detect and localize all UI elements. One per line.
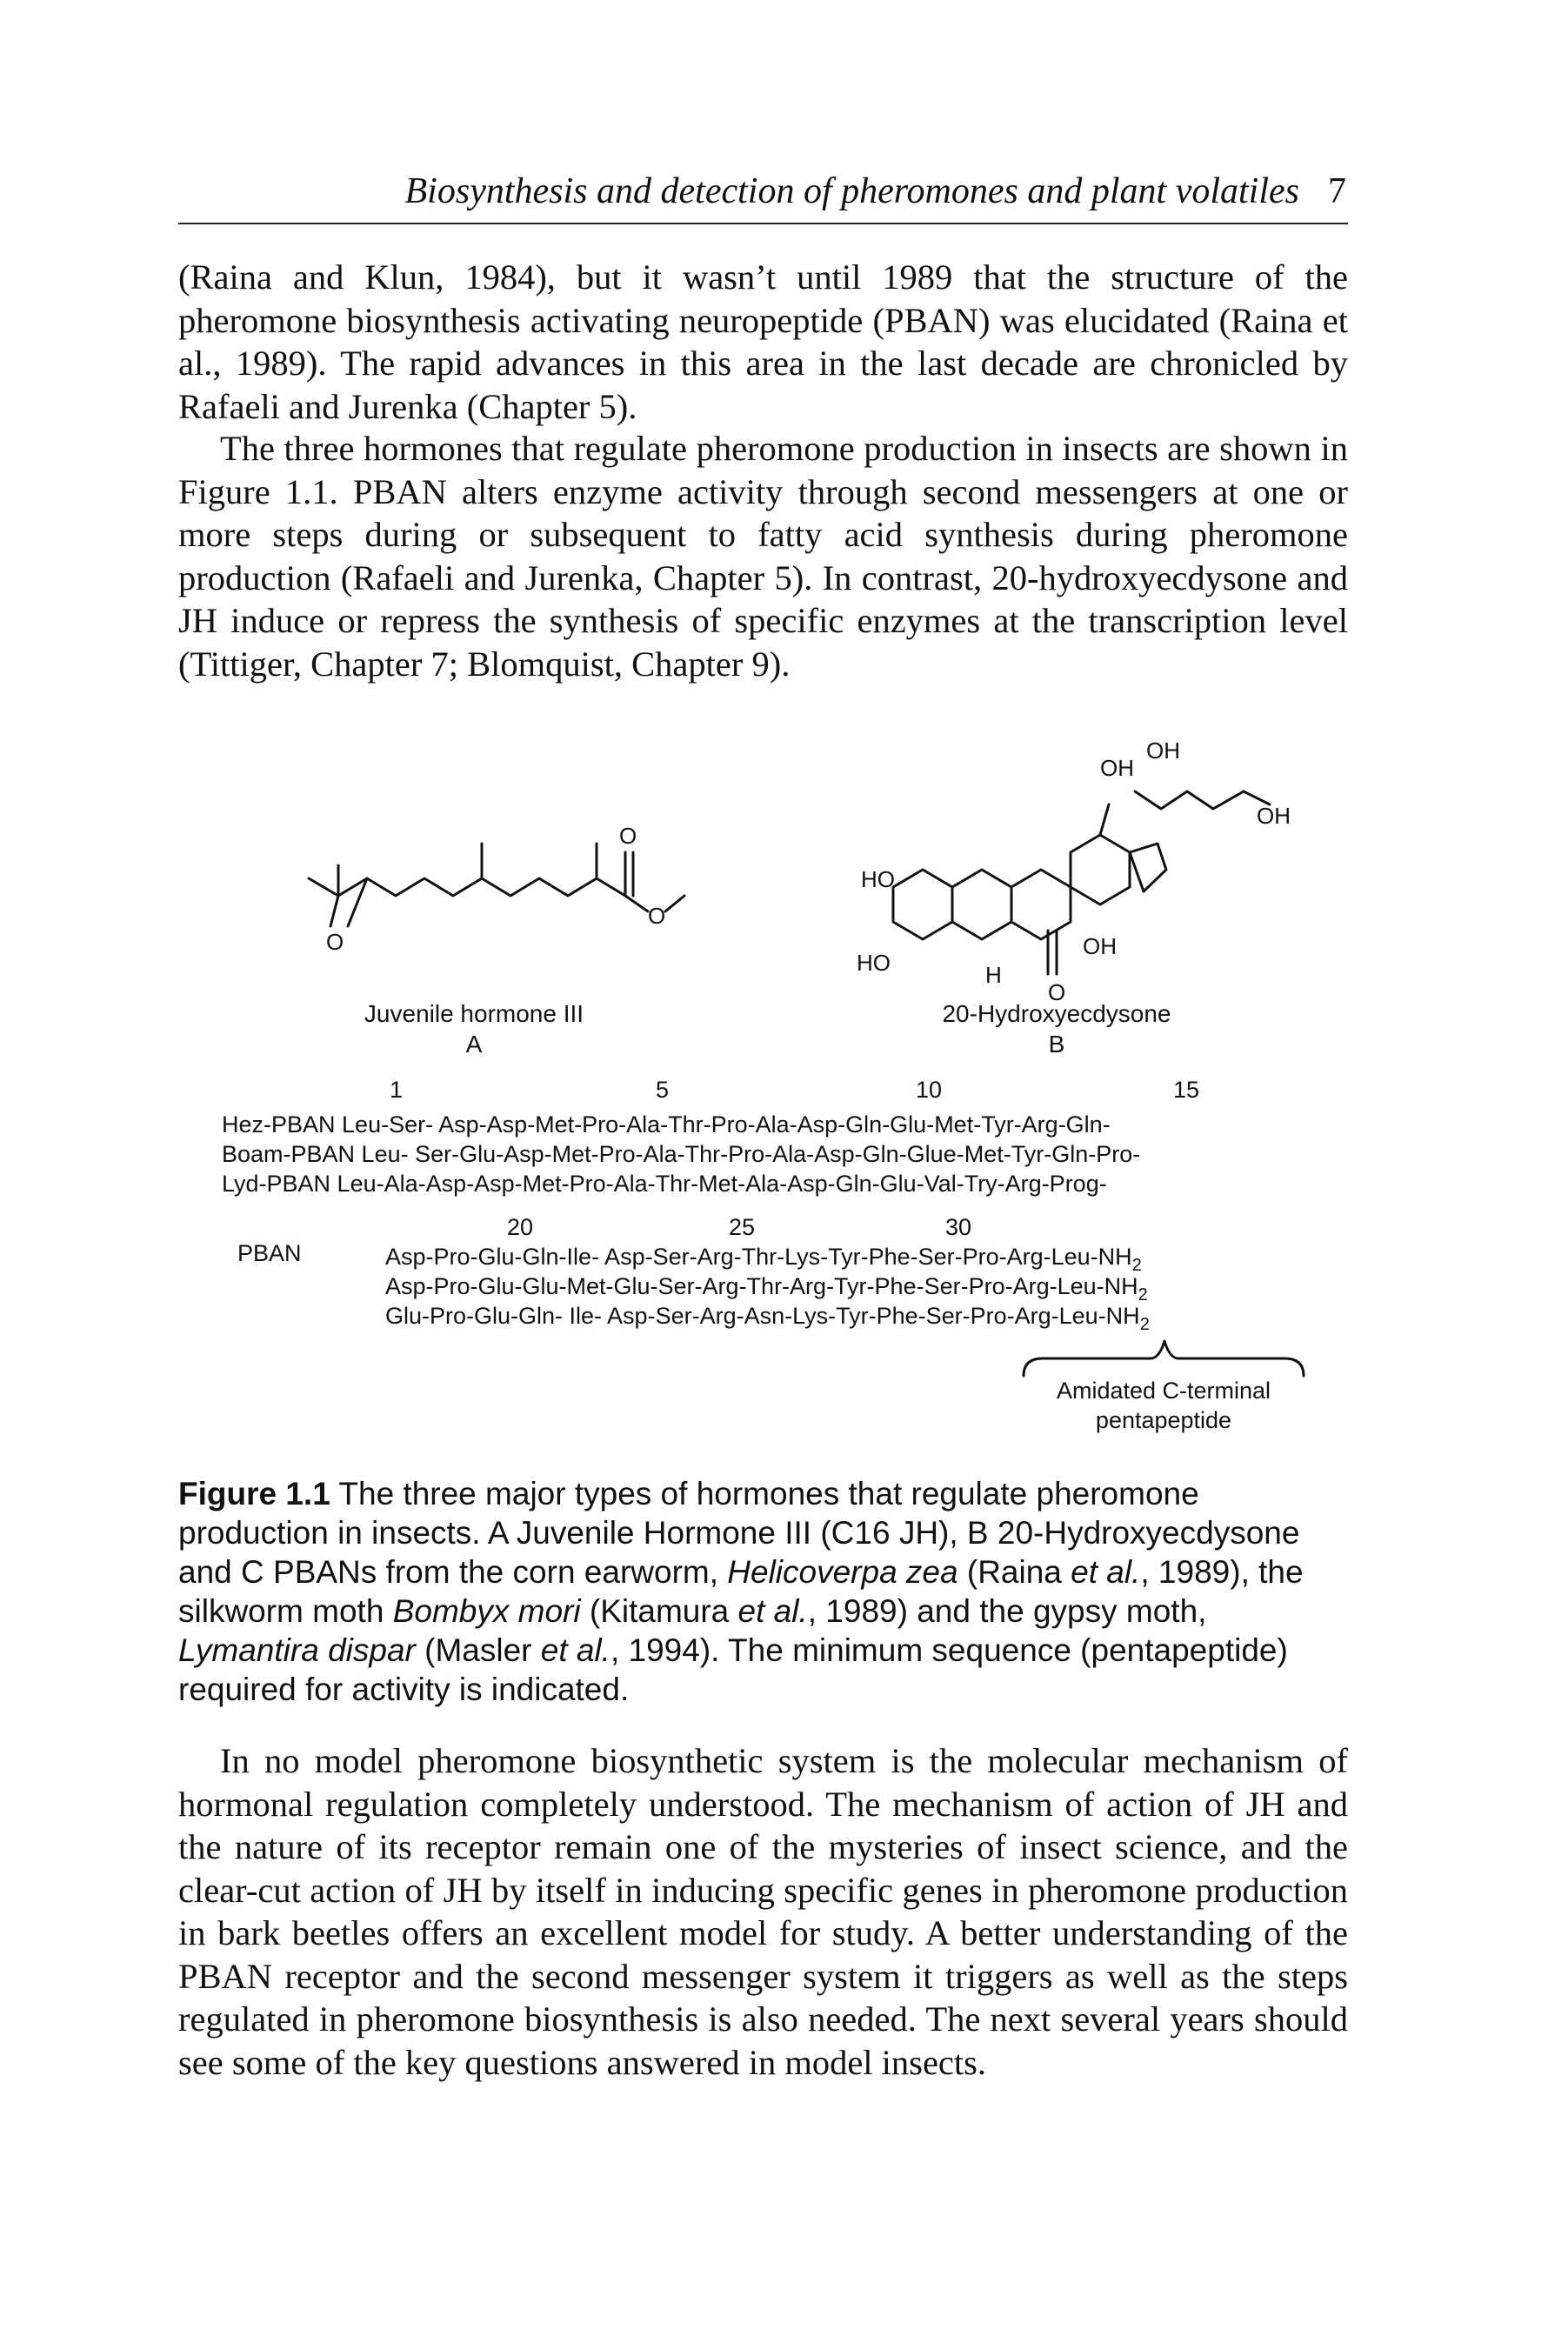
page-number: 7 <box>1328 171 1346 211</box>
pban-position-1: 1 <box>390 1077 403 1103</box>
jh-name: Juvenile hormone III <box>364 1000 584 1027</box>
paragraph-3: In no model pheromone biosynthetic syste… <box>178 1741 1348 2082</box>
juvenile-hormone-structure: O O O <box>307 823 686 955</box>
pban-row-lyd: Lyd-PBAN Leu-Ala-Asp-Asp-Met-Pro-Ala-Thr… <box>222 1171 1107 1197</box>
pban-row-lyd-cont: Glu-Pro-Glu-Gln- Ile- Asp-Ser-Arg-Asn-Ly… <box>385 1303 1150 1334</box>
paragraph-2: The three hormones that regulate pheromo… <box>178 429 1348 684</box>
pban-row-hez-cont: Asp-Pro-Glu-Gln-Ile- Asp-Ser-Arg-Thr-Lys… <box>385 1244 1142 1275</box>
pban-position-30: 30 <box>945 1214 971 1240</box>
ecd-oh-1: OH <box>1100 755 1134 781</box>
ecdysone-letter: B <box>1049 1031 1065 1058</box>
pban-row-boam: Boam-PBAN Leu- Ser-Glu-Asp-Met-Pro-Ala-T… <box>222 1141 1140 1167</box>
jh-ester-oxygen: O <box>648 903 665 929</box>
jh-epoxide-oxygen: O <box>326 929 344 955</box>
pban-position-25: 25 <box>729 1214 755 1240</box>
running-header-title: Biosynthesis and detection of pheromones… <box>404 171 1299 211</box>
pban-label: PBAN <box>237 1240 302 1266</box>
ecdysone-structure: OH O OH OH OH HO HO H <box>857 737 1291 1005</box>
ecd-side-oh: OH <box>1257 803 1291 829</box>
brace-label-line-2: pentapeptide <box>1096 1407 1231 1433</box>
pban-position-15: 15 <box>1173 1077 1199 1103</box>
jh-letter: A <box>466 1031 483 1058</box>
ecd-oh-2: OH <box>1146 737 1180 764</box>
pban-position-5: 5 <box>656 1077 669 1103</box>
jh-carbonyl-oxygen: O <box>619 823 637 849</box>
ecd-ketone-o: O <box>1048 979 1065 1005</box>
ecd-oh-14: OH <box>1083 933 1117 959</box>
paragraph-1: (Raina and Klun, 1984), but it wasn’t un… <box>178 257 1348 426</box>
pban-row-hez: Hez-PBAN Leu-Ser- Asp-Asp-Met-Pro-Ala-Th… <box>222 1111 1111 1138</box>
figure-caption: Figure 1.1 The three major types of horm… <box>178 1476 1304 1707</box>
pban-position-20: 20 <box>507 1214 533 1240</box>
running-header: Biosynthesis and detection of pheromones… <box>178 170 1348 224</box>
ecd-ho-3: HO <box>857 950 891 976</box>
pentapeptide-brace <box>1022 1339 1305 1378</box>
caption-label: Figure 1.1 <box>178 1476 330 1512</box>
ecd-ho-2: HO <box>861 866 895 892</box>
brace-label-line-1: Amidated C-terminal <box>1057 1378 1271 1404</box>
ecdysone-name: 20-Hydroxyecdysone <box>942 1000 1171 1027</box>
pban-row-boam-cont: Asp-Pro-Glu-Glu-Met-Glu-Ser-Arg-Thr-Arg-… <box>385 1273 1148 1305</box>
figure-1-1: O O O Juvenile hormone III A OH O OH OH … <box>222 737 1305 1433</box>
pban-position-10: 10 <box>916 1077 942 1103</box>
ecd-h-5: H <box>985 962 1002 988</box>
